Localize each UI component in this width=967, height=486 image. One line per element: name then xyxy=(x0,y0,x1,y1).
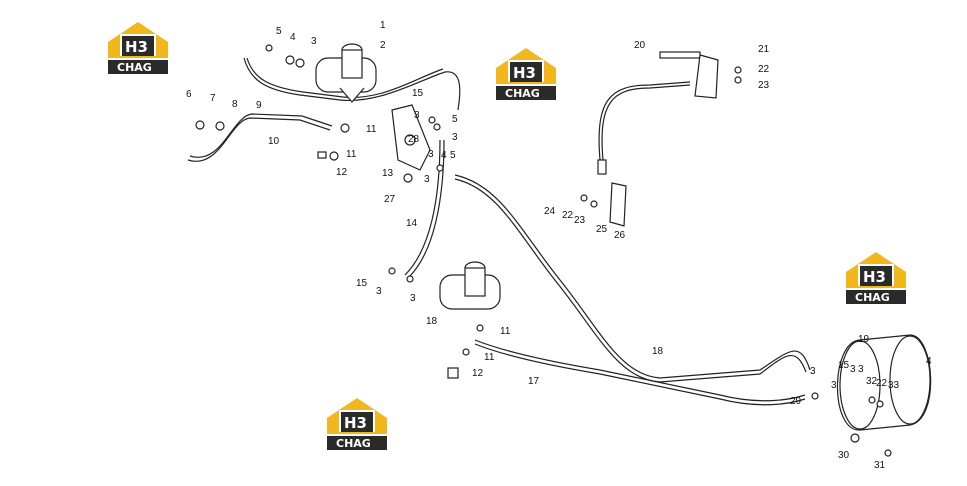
part-label: 4 xyxy=(290,32,296,43)
part-label: 20 xyxy=(634,40,646,51)
part-label: 25 xyxy=(596,224,608,235)
air-tank xyxy=(837,334,932,431)
part-label: 19 xyxy=(858,334,870,345)
bracket-plate xyxy=(391,104,431,171)
part-label: 11 xyxy=(484,352,495,363)
part-label: 3 xyxy=(858,364,864,375)
part-label: 18 xyxy=(426,316,438,327)
part-label: 32 xyxy=(866,376,878,387)
pedal-bracket xyxy=(659,51,719,99)
part-label: 7 xyxy=(210,93,216,104)
logo-subtext: CHAG xyxy=(336,437,371,450)
part-label: 18 xyxy=(652,346,664,357)
part-label: 2 xyxy=(380,40,386,51)
part-label: 5 xyxy=(276,26,282,37)
part-label: 29 xyxy=(790,396,802,407)
part-label: 23 xyxy=(574,215,586,226)
part-label: 21 xyxy=(758,44,770,55)
part-label: 31 xyxy=(874,460,886,471)
pipes xyxy=(187,57,811,406)
part-label: 4 xyxy=(926,356,932,367)
part-label: 3 xyxy=(410,293,416,304)
part-label: 3 xyxy=(428,149,434,160)
logo-mark: H3 xyxy=(125,38,148,56)
part-label: 27 xyxy=(384,194,396,205)
part-label: 33 xyxy=(888,380,900,391)
part-label: 3 xyxy=(311,36,317,47)
part-label: 3 xyxy=(452,132,458,143)
part-label: 1 xyxy=(380,20,386,31)
part-label: 8 xyxy=(232,99,238,110)
part-label: 12 xyxy=(472,368,484,379)
logo-subtext: CHAG xyxy=(117,61,152,74)
part-label: 5 xyxy=(452,114,458,125)
part-label: 3 xyxy=(850,364,856,375)
part-label: 22 xyxy=(562,210,574,221)
part-label: 3 xyxy=(376,286,382,297)
part-label: 11 xyxy=(346,149,357,160)
logo-mark: H3 xyxy=(863,268,886,286)
part-label: 14 xyxy=(406,218,418,229)
part-label: 4 xyxy=(441,150,447,161)
part-label: 3 xyxy=(424,174,430,185)
part-label: 3 xyxy=(810,366,816,377)
lower-valve-cylinder xyxy=(439,261,501,310)
part-label: 15 xyxy=(356,278,368,289)
part-label: 5 xyxy=(450,150,456,161)
part-label: 11 xyxy=(366,124,377,135)
part-label: 30 xyxy=(838,450,850,461)
part-label: 3 xyxy=(414,110,420,121)
part-label: 17 xyxy=(528,376,540,387)
clip-bracket xyxy=(609,182,627,227)
part-label: 24 xyxy=(544,206,556,217)
logo-subtext: CHAG xyxy=(505,87,540,100)
logo-mark: H3 xyxy=(513,64,536,82)
part-label: 6 xyxy=(186,89,192,100)
part-label: 13 xyxy=(382,168,394,179)
part-label: 15 xyxy=(412,88,424,99)
part-label: 3 xyxy=(831,380,837,391)
logo-subtext: CHAG xyxy=(855,291,890,304)
part-label: 28 xyxy=(408,134,420,145)
part-label: 11 xyxy=(500,326,511,337)
part-label: 10 xyxy=(268,136,280,147)
part-label: 12 xyxy=(336,167,348,178)
fittings xyxy=(195,44,892,457)
part-label: 15 xyxy=(838,360,850,371)
logo-mark: H3 xyxy=(344,414,367,432)
part-label: 9 xyxy=(256,100,262,111)
upper-valve-cylinder xyxy=(315,43,377,103)
part-label: 22 xyxy=(758,64,770,75)
components xyxy=(195,43,932,457)
part-label: 22 xyxy=(876,378,888,389)
part-label: 26 xyxy=(614,230,626,241)
part-label: 23 xyxy=(758,80,770,91)
